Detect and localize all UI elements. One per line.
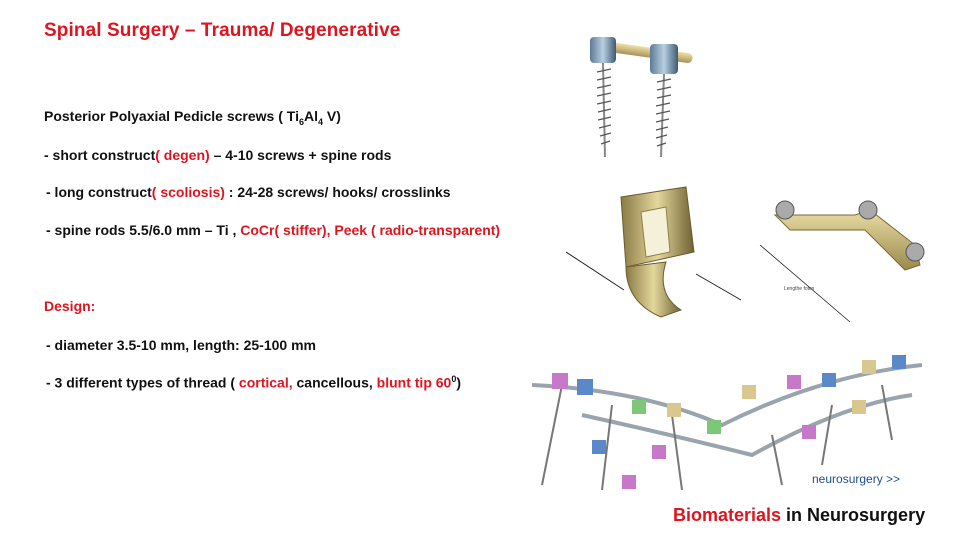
design-label: Design: bbox=[44, 298, 96, 314]
diameter-line: - diameter 3.5-10 mm, length: 25-100 mm bbox=[46, 337, 316, 353]
thread-types-line: - 3 different types of thread ( cortical… bbox=[46, 374, 462, 391]
footer-brand: Biomaterials in Neurosurgery bbox=[673, 505, 926, 525]
slide-title: Spinal Surgery – Trauma/ Degenerative bbox=[44, 20, 401, 41]
screws-heading: Posterior Polyaxial Pedicle screws ( Ti6… bbox=[44, 108, 341, 127]
long-construct-line: - long construct( scoliosis) : 24-28 scr… bbox=[46, 184, 451, 200]
spine-rods-line: - spine rods 5.5/6.0 mm – Ti , CoCr( sti… bbox=[46, 222, 501, 238]
crosslink-rod-image: Lengthe fotes bbox=[750, 190, 950, 330]
crosslink-caption: Lengthe fotes bbox=[784, 286, 815, 292]
long-construct-image bbox=[522, 345, 932, 495]
pedicle-screws-image bbox=[575, 32, 715, 162]
neurosurgery-nav-link[interactable]: neurosurgery >> bbox=[812, 472, 901, 486]
short-construct-line: - short construct( degen) – 4-10 screws … bbox=[44, 147, 392, 163]
polyaxial-head-image bbox=[566, 182, 746, 322]
